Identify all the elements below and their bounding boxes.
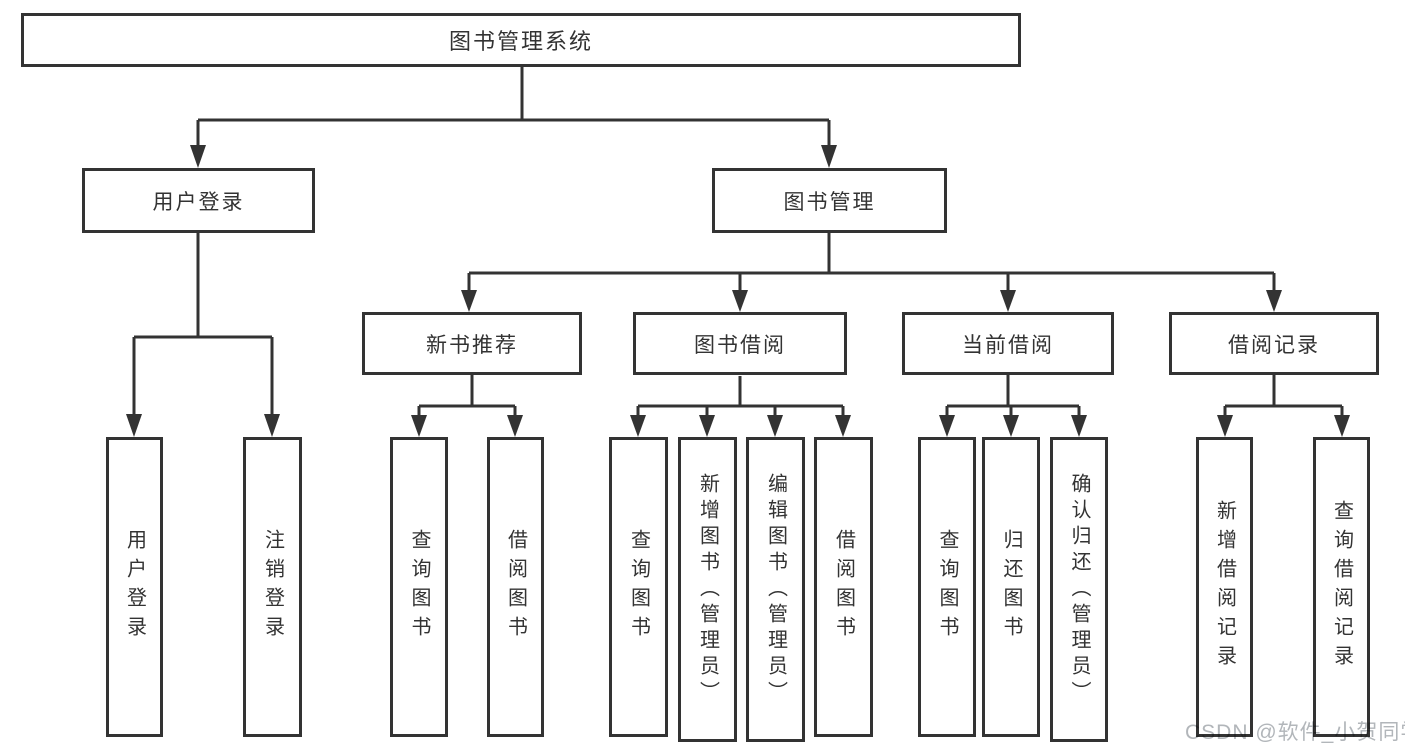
node-book-borrowing: 图书借阅 [633, 312, 847, 375]
node-borrowing-records: 借阅记录 [1169, 312, 1379, 375]
leaf-label: 查询借阅记录 [1330, 500, 1353, 674]
leaf-confirm-return-admin: 确认归还（管理员） [1050, 437, 1108, 742]
leaf-query-books-current: 查询图书 [918, 437, 976, 737]
node-user-login-branch: 用户登录 [82, 168, 315, 233]
leaf-label: 归还图书 [1000, 529, 1022, 645]
node-book-management: 图书管理 [712, 168, 947, 233]
csdn-watermark: CSDN @软件_小贺同学 [1185, 721, 1405, 744]
leaf-user-login: 用户登录 [106, 437, 163, 737]
node-label: 图书借阅 [694, 333, 786, 357]
leaf-edit-books-admin: 编辑图书（管理员） [746, 437, 805, 742]
node-label: 用户登录 [152, 190, 245, 214]
leaf-add-borrow-record: 新增借阅记录 [1196, 437, 1253, 737]
leaf-add-books-admin: 新增图书（管理员） [678, 437, 737, 742]
leaf-label: 新增借阅记录 [1213, 500, 1236, 674]
leaf-return-books: 归还图书 [982, 437, 1040, 737]
node-label: 图书管理 [783, 190, 876, 214]
leaf-label: 用户登录 [123, 529, 146, 645]
leaf-label: 注销登录 [261, 529, 284, 645]
node-label: 借阅记录 [1228, 333, 1320, 357]
leaf-label: 确认归还（管理员） [1068, 472, 1090, 707]
leaf-label: 编辑图书（管理员） [764, 472, 787, 707]
node-label: 新书推荐 [426, 333, 518, 357]
leaf-label: 新增图书（管理员） [696, 472, 719, 707]
leaf-label: 查询图书 [936, 529, 958, 645]
leaf-query-books-recommend: 查询图书 [390, 437, 448, 737]
node-current-borrowing: 当前借阅 [902, 312, 1114, 375]
leaf-query-books-borrowing: 查询图书 [609, 437, 668, 737]
leaf-borrow-books: 借阅图书 [814, 437, 873, 737]
node-root: 图书管理系统 [21, 13, 1021, 67]
node-label: 当前借阅 [962, 333, 1054, 357]
node-root-label: 图书管理系统 [448, 29, 593, 54]
leaf-label: 查询图书 [627, 529, 650, 645]
node-new-book-recommend: 新书推荐 [362, 312, 582, 375]
leaf-label: 借阅图书 [504, 529, 527, 645]
leaf-label: 查询图书 [408, 529, 430, 645]
leaf-borrow-books-recommend: 借阅图书 [487, 437, 544, 737]
leaf-logout: 注销登录 [243, 437, 302, 737]
leaf-query-borrow-record: 查询借阅记录 [1313, 437, 1370, 737]
leaf-label: 借阅图书 [832, 529, 855, 645]
